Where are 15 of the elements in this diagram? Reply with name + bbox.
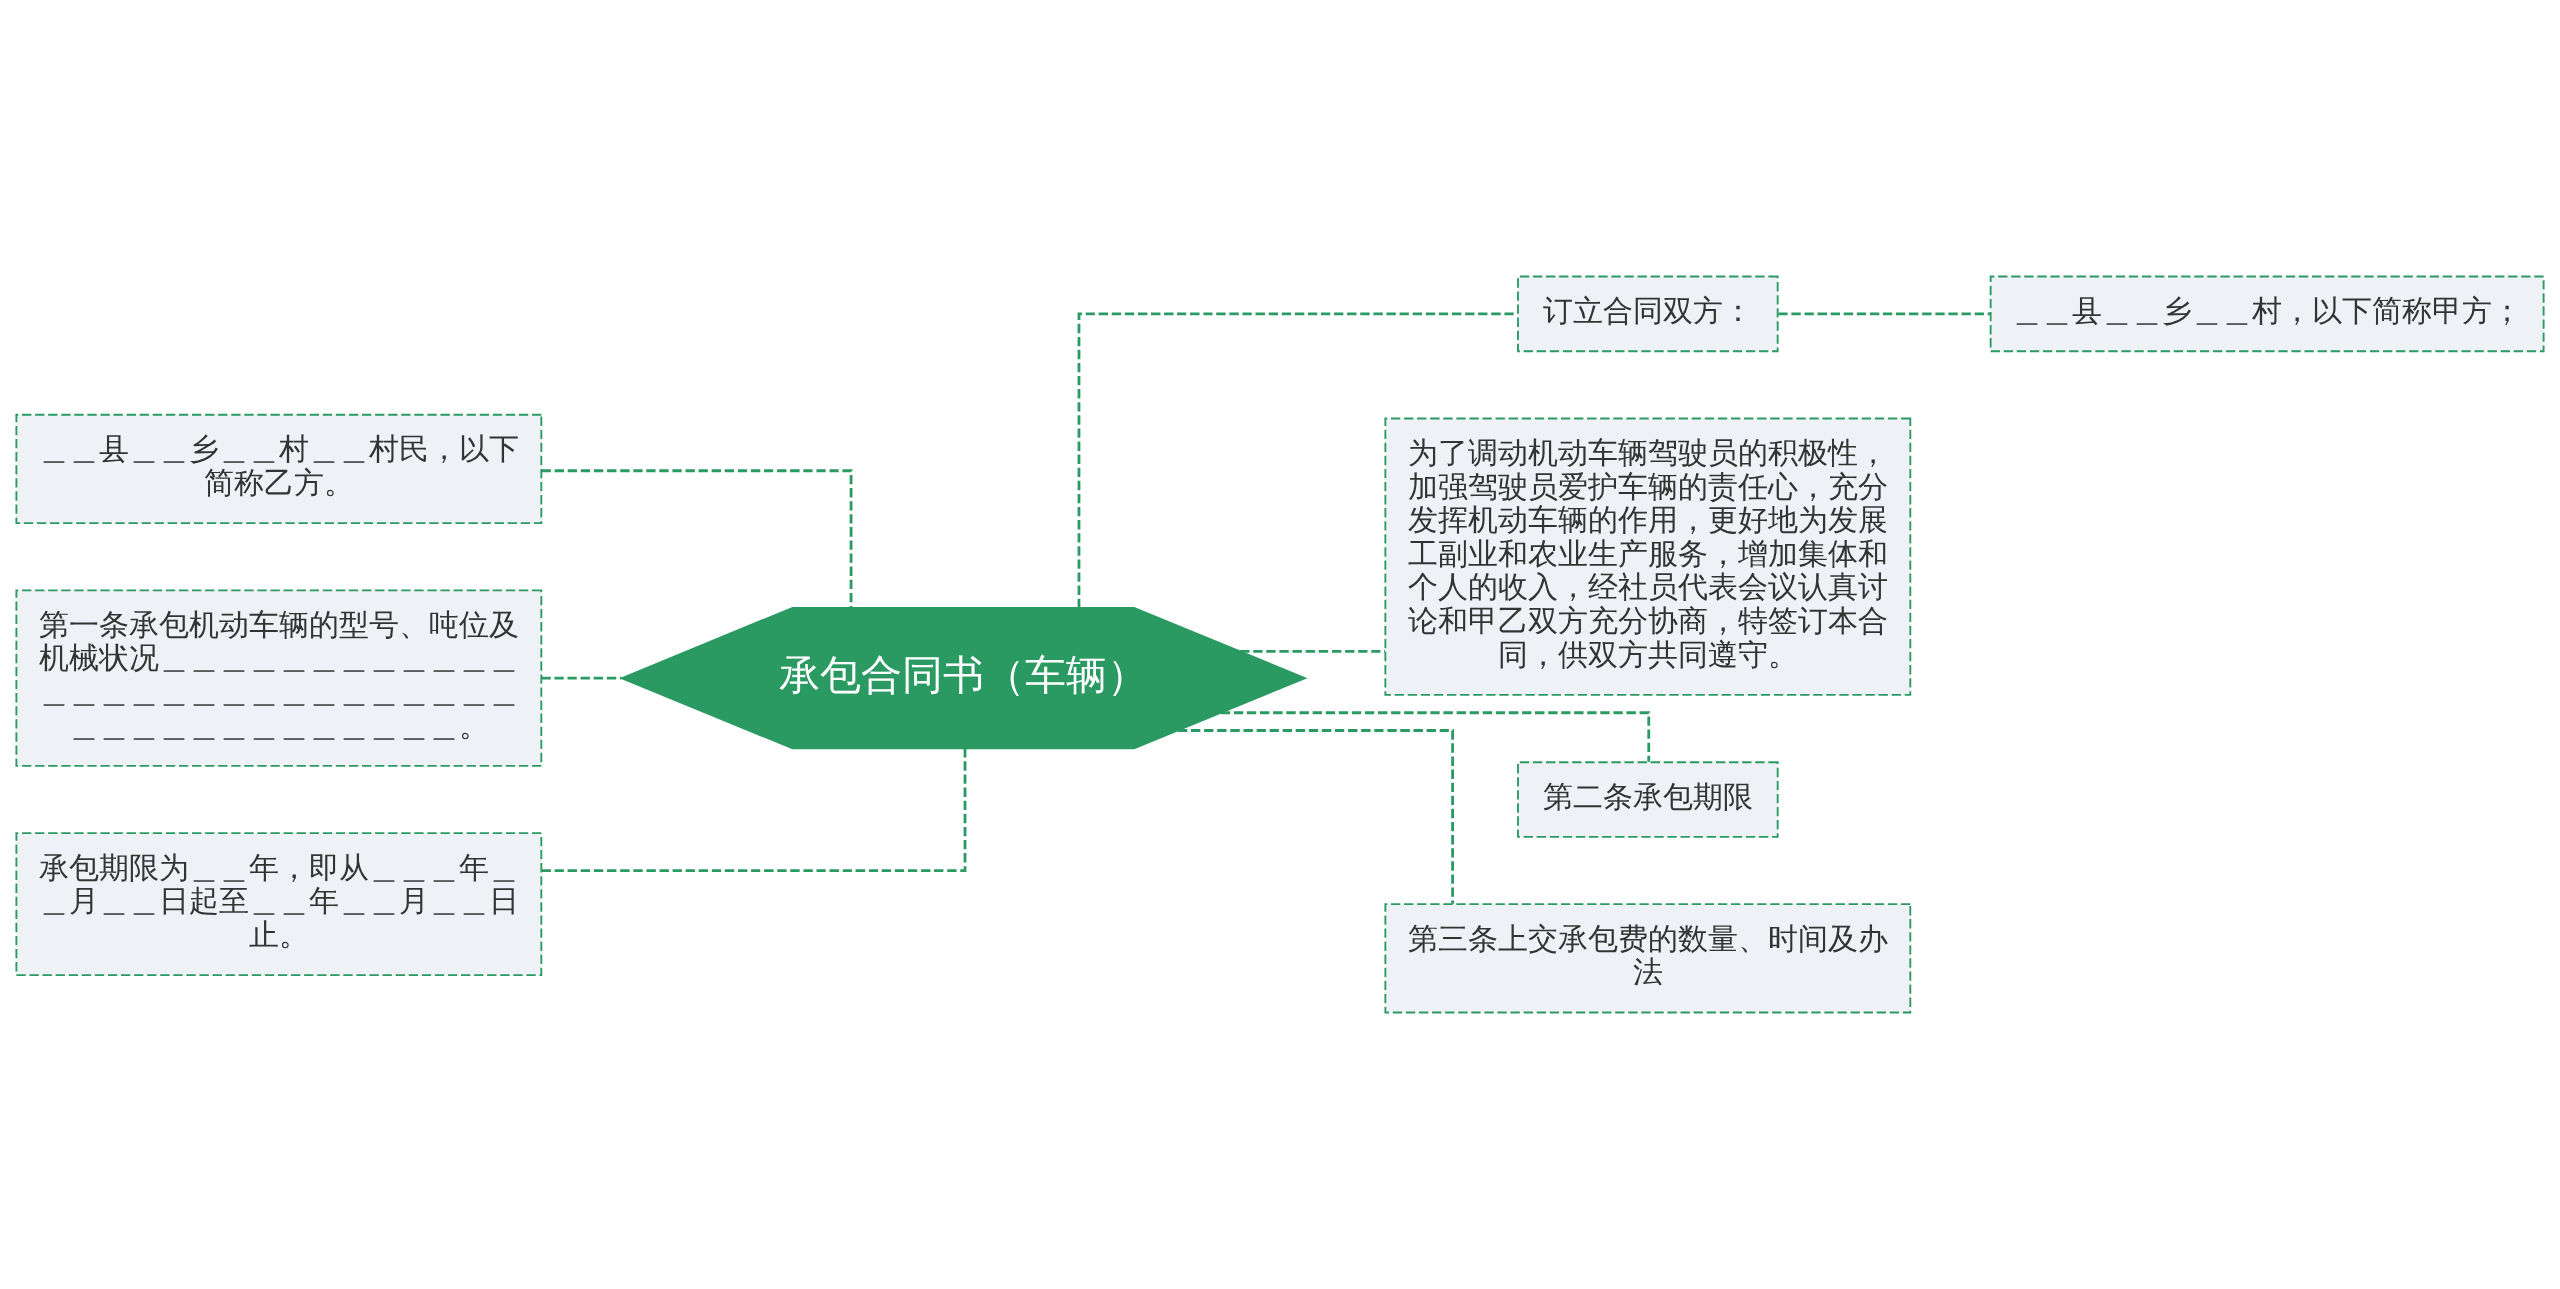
connector (1221, 711, 1651, 762)
connector (1778, 312, 1991, 316)
node-box: 为了调动机动车辆驾驶员的积极性，加强驾驶员爱护车辆的责任心，充分发挥机动车辆的作用，更好地为发展工副业和农业生产服务，增加集体和个人的收入，经社员代表会议认真讨论和甲乙双方充分协商，特签订本合同，供双方共同遵守。 (1384, 417, 1912, 696)
node-box: 第一条承包机动车辆的型号、吨位及机械状况＿＿＿＿＿＿＿＿＿＿＿＿＿＿＿＿＿＿＿＿＿＿＿＿＿＿＿＿＿＿＿＿＿＿＿＿＿＿＿＿＿。 (15, 589, 543, 767)
connector (541, 469, 853, 608)
connector (1177, 729, 1454, 904)
node-box: ＿＿县＿＿乡＿＿村＿＿村民，以下简称乙方。 (15, 413, 543, 524)
node-box: 第三条上交承包费的数量、时间及办法 (1384, 903, 1912, 1014)
connector (541, 748, 967, 872)
connector (541, 676, 622, 680)
node-box: 承包期限为＿＿年，即从＿＿＿年＿＿月＿＿日起至＿＿年＿＿月＿＿日止。 (15, 832, 543, 977)
node-box: 订立合同双方： (1517, 275, 1779, 353)
node-box: ＿＿县＿＿乡＿＿村，以下简称甲方； (1989, 275, 2545, 353)
node-box: 第二条承包期限 (1517, 761, 1779, 838)
connector (1240, 650, 1386, 653)
